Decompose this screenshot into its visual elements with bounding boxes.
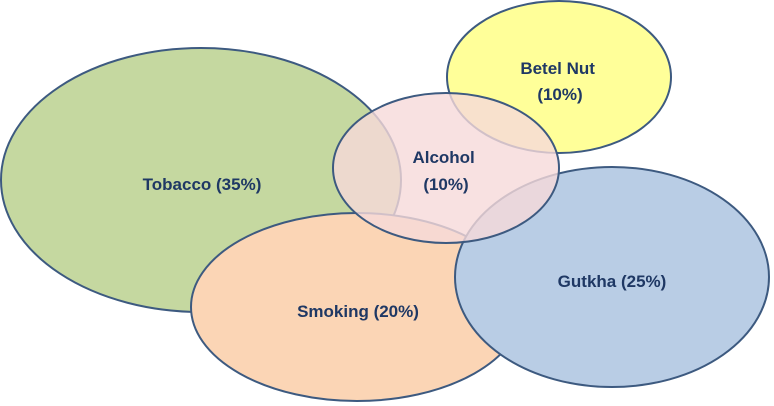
tobacco-label: Tobacco (35%) (143, 175, 262, 194)
gutkha-label-line: Gutkha (25%) (558, 272, 667, 291)
smoking-label-line: Smoking (20%) (297, 302, 419, 321)
smoking-label: Smoking (20%) (297, 302, 419, 321)
betel-nut-label-line-1: Betel Nut (520, 59, 595, 78)
gutkha-label: Gutkha (25%) (558, 272, 667, 291)
alcohol-label: Alcohol (10%) (412, 148, 479, 194)
gutkha-ellipse (454, 166, 770, 388)
betel-nut-label-line-2: (10%) (537, 85, 582, 104)
alcohol-label-line-2: (10%) (423, 175, 468, 194)
alcohol-ellipse (332, 92, 560, 244)
alcohol-label-line-1: Alcohol (412, 148, 474, 167)
tobacco-label-line: Tobacco (35%) (143, 175, 262, 194)
betel-nut-label: Betel Nut (10%) (520, 59, 599, 104)
